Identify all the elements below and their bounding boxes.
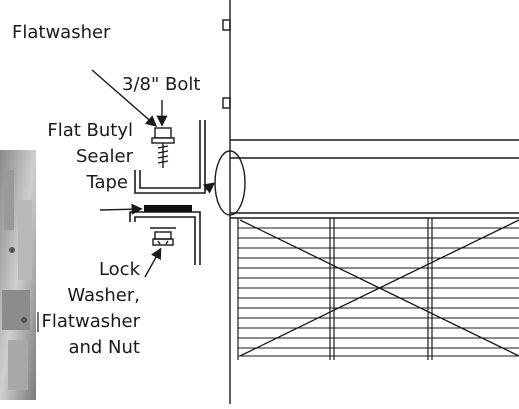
unit-panel <box>222 0 519 404</box>
label-lock-line4: and Nut <box>68 337 140 358</box>
label-flatwasher: Flatwasher <box>12 22 111 43</box>
butyl-sealer-tape <box>144 205 192 212</box>
louver-section <box>237 218 519 360</box>
label-butyl-line1: Flat Butyl <box>47 120 133 141</box>
leader-lines <box>91 69 216 278</box>
label-lock-line3: Flatwasher <box>42 311 141 332</box>
upper-bracket <box>134 120 206 194</box>
bolt-icon <box>151 127 175 168</box>
label-lock-line2: Washer, <box>67 285 140 306</box>
nut-assembly-icon <box>150 227 176 246</box>
label-butyl-line3: Tape <box>85 172 128 193</box>
photo-inset <box>0 150 36 400</box>
label-butyl-line2: Sealer <box>76 146 134 167</box>
label-lock-line1: Lock <box>99 259 141 280</box>
label-bolt: 3/8" Bolt <box>122 74 200 95</box>
